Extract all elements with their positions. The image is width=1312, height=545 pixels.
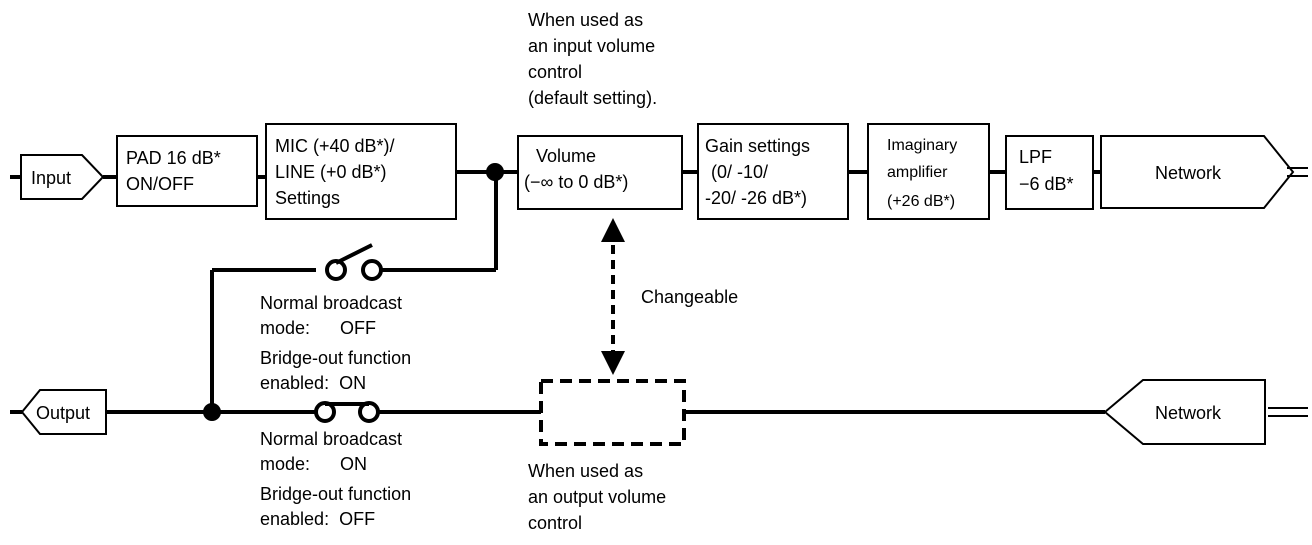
output-junction-dot [203, 403, 221, 421]
svg-text:(default setting).: (default setting). [528, 88, 657, 108]
svg-text:(+26 dB*): (+26 dB*) [887, 193, 955, 210]
svg-text:Network: Network [1155, 403, 1222, 423]
bridge-switch-open-note: Normal broadcast mode: OFF Bridge-out fu… [260, 293, 411, 393]
svg-text:Normal broadcast: Normal broadcast [260, 293, 402, 313]
pad-block: PAD 16 dB* ON/OFF [116, 135, 258, 207]
imaginary-amplifier-block: Imaginary amplifier (+26 dB*) [867, 123, 990, 220]
svg-text:-20/ -26 dB*): -20/ -26 dB*) [705, 188, 807, 208]
svg-text:Bridge-out function: Bridge-out function [260, 484, 411, 504]
svg-text:(−∞ to 0 dB*): (−∞ to 0 dB*) [524, 172, 628, 192]
bridge-switch-open [325, 243, 383, 281]
svg-text:When used as: When used as [528, 461, 643, 481]
svg-text:amplifier: amplifier [887, 164, 948, 181]
svg-text:Normal broadcast: Normal broadcast [260, 429, 402, 449]
svg-text:mode: OFF: mode: OFF [260, 318, 376, 338]
svg-text:an input volume: an input volume [528, 36, 655, 56]
svg-text:When used as: When used as [528, 10, 643, 30]
svg-text:Settings: Settings [275, 188, 340, 208]
svg-text:control: control [528, 513, 582, 533]
svg-text:control: control [528, 62, 582, 82]
input-block: Input [20, 154, 105, 200]
svg-text:Imaginary: Imaginary [887, 137, 957, 154]
svg-text:LPF: LPF [1019, 147, 1052, 167]
svg-text:mode: ON: mode: ON [260, 454, 367, 474]
output-volume-placeholder [539, 379, 686, 446]
volume-block: Volume (−∞ to 0 dB*) [517, 135, 683, 210]
bridge-switch-closed [314, 401, 380, 423]
output-path-wires [10, 172, 1105, 414]
svg-text:enabled: ON: enabled: ON [260, 373, 366, 393]
output-volume-note: When used as an output volume control [528, 461, 666, 533]
svg-text:PAD 16 dB*: PAD 16 dB* [126, 148, 221, 168]
gain-settings-block: Gain settings (0/ -10/ -20/ -26 dB*) [697, 123, 849, 220]
svg-text:ON/OFF: ON/OFF [126, 174, 194, 194]
svg-text:enabled: OFF: enabled: OFF [260, 509, 375, 529]
changeable-label: Changeable [641, 287, 738, 307]
network-output-block: Network [1103, 379, 1308, 445]
input-volume-note: When used as an input volume control (de… [528, 10, 657, 108]
mic-line-settings-block: MIC (+40 dB*)/ LINE (+0 dB*) Settings [265, 123, 457, 220]
input-label: Input [31, 168, 71, 188]
svg-text:−6 dB*: −6 dB* [1019, 174, 1074, 194]
output-block: Output [20, 389, 107, 435]
svg-text:Volume: Volume [536, 146, 596, 166]
svg-text:Network: Network [1155, 163, 1222, 183]
input-junction-dot [486, 163, 504, 181]
svg-text:MIC (+40 dB*)/: MIC (+40 dB*)/ [275, 136, 395, 156]
svg-text:an output volume: an output volume [528, 487, 666, 507]
svg-text:LINE (+0 dB*): LINE (+0 dB*) [275, 162, 387, 182]
lpf-block: LPF −6 dB* [1005, 135, 1094, 210]
svg-text:Gain settings: Gain settings [705, 136, 810, 156]
svg-text:Bridge-out function: Bridge-out function [260, 348, 411, 368]
network-input-block: Network [1100, 135, 1308, 209]
output-label: Output [36, 403, 90, 423]
svg-text:(0/ -10/: (0/ -10/ [711, 162, 768, 182]
bridge-switch-closed-note: Normal broadcast mode: ON Bridge-out fun… [260, 429, 411, 529]
